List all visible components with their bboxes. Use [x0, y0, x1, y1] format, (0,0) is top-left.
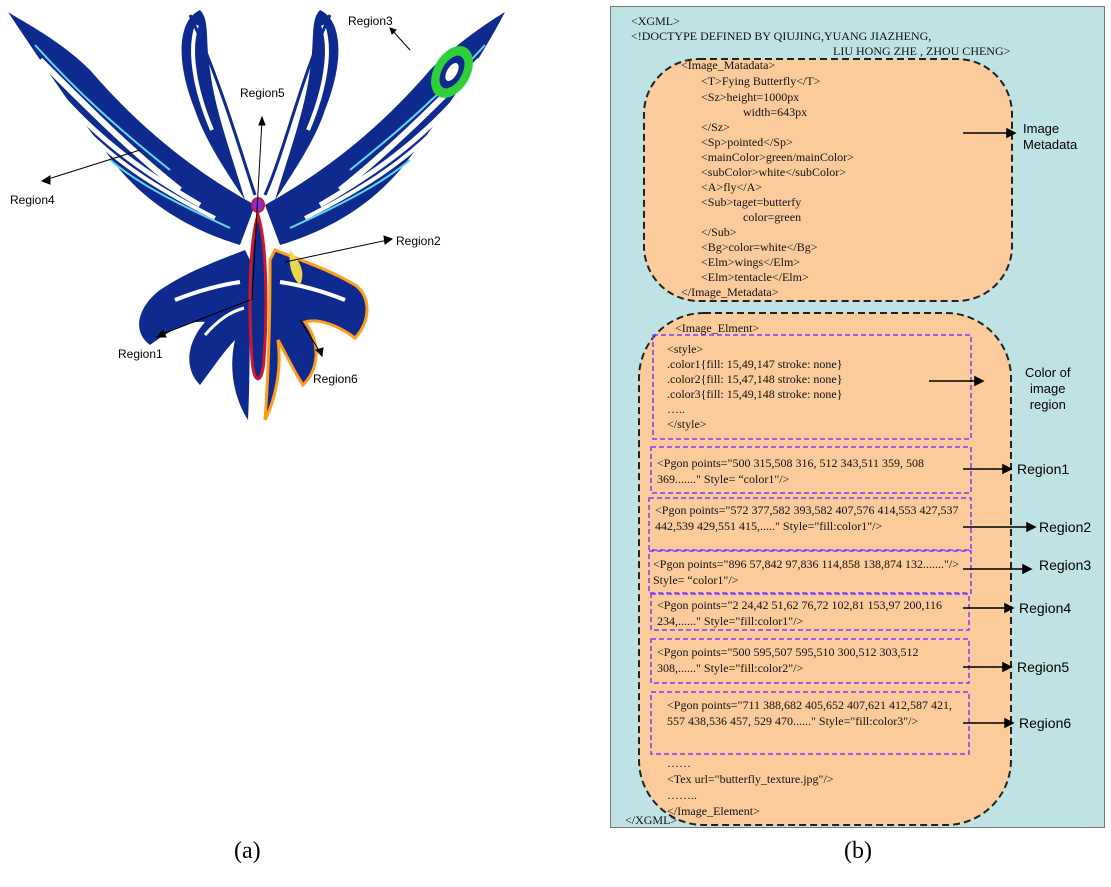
metadata-line: <Image_Matadata>: [681, 58, 776, 72]
image-metadata-label: Image Metadata: [1023, 121, 1078, 152]
panel-a: Region3 Region5 Region4 Region2 Region1 …: [0, 0, 520, 460]
metadata-line: width=643px: [743, 105, 808, 119]
region3-tag: Region3: [1039, 557, 1092, 573]
caption-a: (a): [234, 838, 261, 864]
panel-b-shapes: [638, 58, 1037, 826]
region5-code: <Pgon points="500 595,507 595,510 300,51…: [657, 645, 919, 675]
region6-label: Region6: [313, 372, 358, 386]
left-antenna: [188, 14, 257, 196]
style-line: <style>: [667, 342, 704, 356]
style-line: …..: [667, 402, 685, 416]
region3-label: Region3: [348, 14, 393, 28]
xgml-close: </XGML>: [625, 813, 678, 827]
region5-tag: Region5: [1017, 659, 1070, 675]
style-line: .color3{fill: 15,49,148 stroke: none}: [667, 387, 843, 401]
doctype-line-2: LIU HONG ZHE , ZHOU CHENG>: [833, 44, 1011, 58]
trailer-line: ……..: [667, 788, 697, 802]
metadata-line: </Sub>: [701, 225, 737, 239]
xgml-open: <XGML>: [631, 14, 680, 28]
region6-code: <Pgon points="711 388,682 405,652 407,62…: [667, 698, 952, 728]
style-line: </style>: [667, 417, 707, 431]
metadata-line: <A>fly</A>: [701, 180, 763, 194]
metadata-line: <Elm>wings</Elm>: [701, 255, 801, 269]
metadata-line: </Image_Metadata>: [681, 285, 779, 299]
metadata-line: color=green: [743, 210, 802, 224]
metadata-line: <Sz>height=1000px: [701, 90, 800, 104]
caption-b: (b): [844, 838, 872, 864]
region5-label: Region5: [240, 86, 285, 100]
style-line: .color1{fill: 15,49,147 stroke: none}: [667, 357, 843, 371]
region1-tag: Region1: [1017, 461, 1070, 477]
metadata-line: <Elm>tentacle</Elm>: [701, 270, 809, 284]
region2-code: <Pgon points="572 377,582 393,582 407,57…: [655, 503, 959, 533]
region1-label: Region1: [118, 347, 163, 361]
panel-b: <XGML> <!DOCTYPE DEFINED BY QIUJING,YUAN…: [610, 6, 1105, 828]
region1-code: <Pgon points="500 315,508 316, 512 343,5…: [657, 456, 924, 486]
right-antenna: [263, 14, 332, 196]
metadata-line: <Bg>color=white</Bg>: [701, 240, 818, 254]
region4-tag: Region4: [1019, 600, 1072, 616]
region6-tag: Region6: [1019, 715, 1072, 731]
region2-tag: Region2: [1039, 519, 1092, 535]
color-of-image-region-label: Color of image region: [1025, 365, 1071, 412]
image-element-open: <Image_Elment>: [675, 321, 760, 335]
trailer-line: ……: [667, 756, 691, 770]
region2-label: Region2: [396, 234, 441, 248]
metadata-line: <Sub>taget=butterfy: [701, 195, 802, 209]
metadata-line: <Sp>pointed</Sp>: [701, 135, 793, 149]
left-upper-wing: [8, 12, 255, 245]
region4-label: Region4: [10, 193, 55, 207]
metadata-line: <subColor>white</subColor>: [701, 165, 847, 179]
region3-code: <Pgon points="896 57,842 97,836 114,858 …: [653, 557, 959, 587]
region4-code: <Pgon points="2 24,42 51,62 76,72 102,81…: [657, 598, 942, 628]
style-line: .color2{fill: 15,47,148 stroke: none}: [667, 372, 843, 386]
metadata-line: <mainColor>green/mainColor>: [701, 150, 854, 164]
metadata-line: </Sz>: [701, 120, 730, 134]
doctype-line-1: <!DOCTYPE DEFINED BY QIUJING,YUANG JIAZH…: [631, 29, 932, 43]
image-element-close: </Image_Element>: [667, 804, 760, 818]
butterfly-illustration: [8, 10, 505, 421]
metadata-line: <T>Fying Butterfly</T>: [701, 74, 821, 88]
texture-line: <Tex url="butterfly_texture.jpg"/>: [667, 772, 834, 786]
